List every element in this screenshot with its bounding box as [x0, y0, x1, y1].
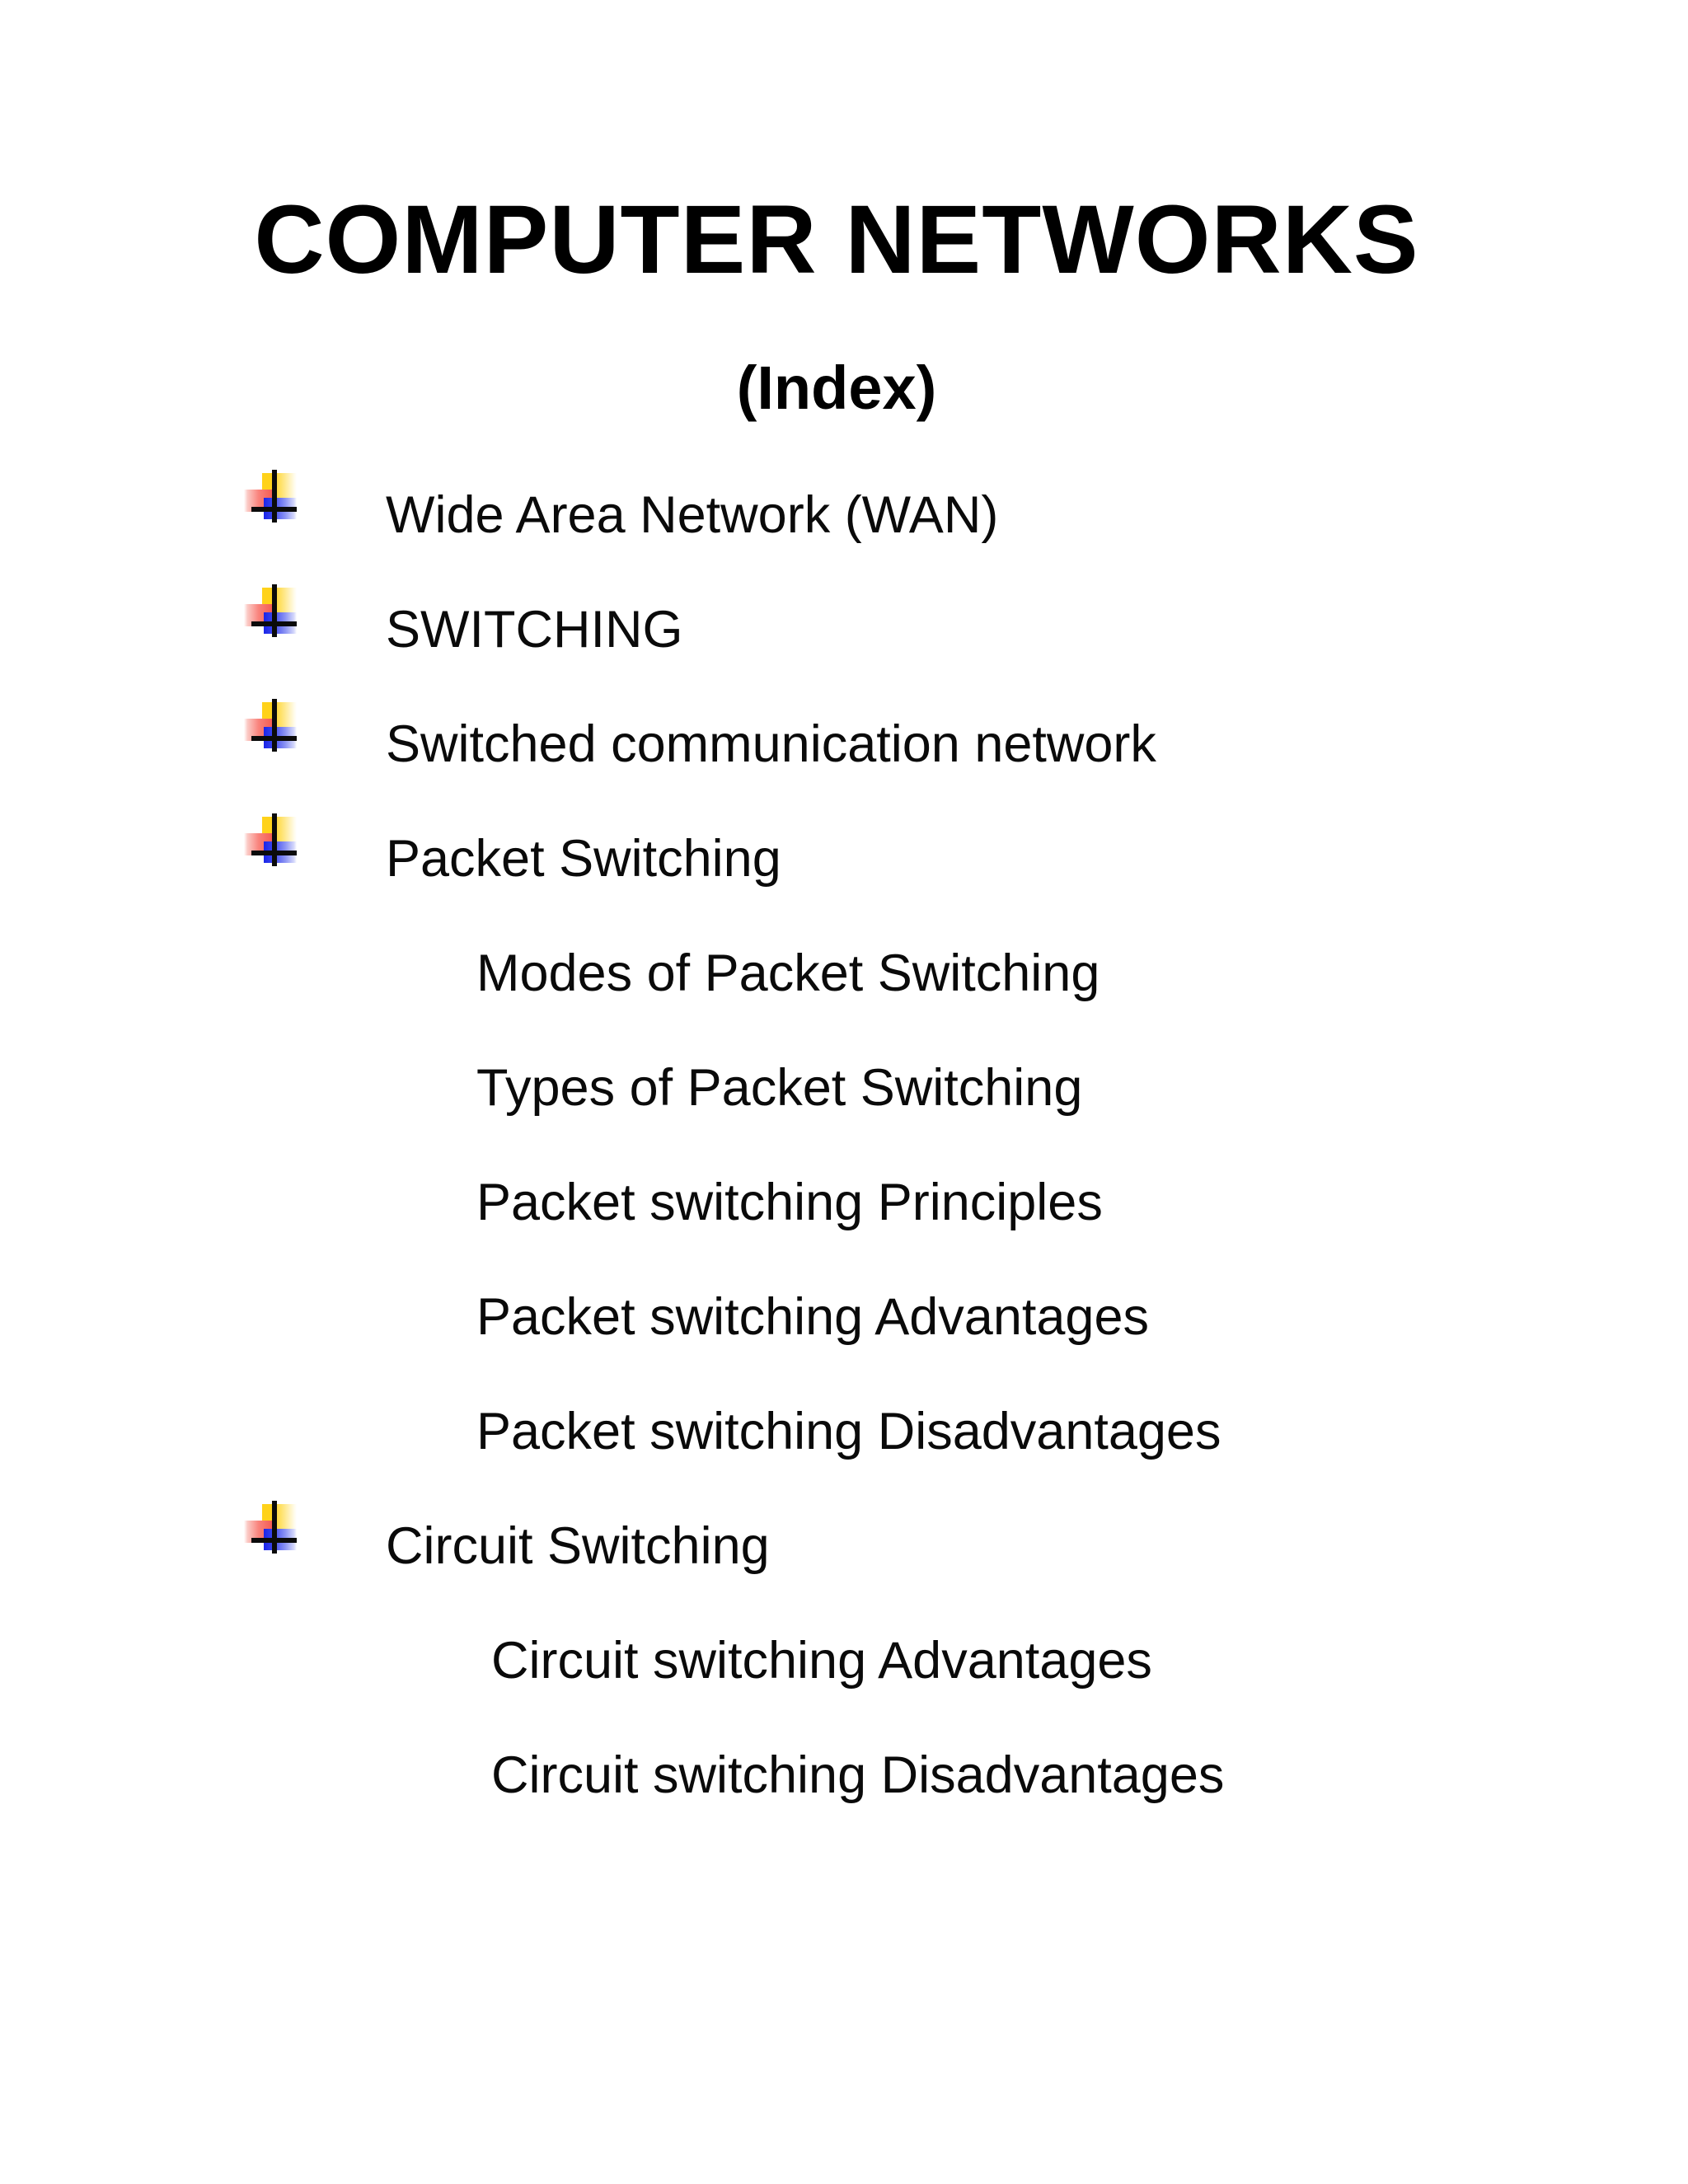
outline-item[interactable]: Wide Area Network (WAN) [0, 458, 1688, 573]
page-subtitle: (Index) [736, 354, 937, 422]
outline-item-label: Packet switching Advantages [476, 1288, 1149, 1347]
outline-item[interactable]: Circuit switching Disadvantages [0, 1718, 1688, 1833]
outline-item[interactable]: Circuit switching Advantages [0, 1604, 1688, 1718]
bullet-cross-horizontal-bar [251, 735, 297, 741]
bullet-cross-horizontal-bar [251, 1537, 297, 1543]
outline-item-label: Switched communication network [386, 715, 1156, 774]
outline-item-label: Modes of Packet Switching [476, 944, 1100, 1003]
outline-item-label: Packet switching Disadvantages [476, 1403, 1221, 1461]
colored-squares-cross-bullet-icon [244, 1501, 297, 1554]
colored-squares-cross-bullet-icon [244, 699, 297, 752]
bullet-cross-horizontal-bar [251, 850, 297, 855]
outline-item[interactable]: Packet switching Advantages [0, 1260, 1688, 1375]
page-title: COMPUTER NETWORKS [254, 185, 1419, 294]
outline-item-label: Circuit switching Advantages [491, 1632, 1152, 1690]
colored-squares-cross-bullet-icon [244, 470, 297, 523]
bullet-cross-vertical-bar [271, 699, 277, 752]
outline-item[interactable]: Packet switching Principles [0, 1146, 1688, 1260]
outline-item[interactable]: Packet Switching [0, 802, 1688, 916]
outline-item-label: Wide Area Network (WAN) [386, 486, 999, 545]
bullet-cross-vertical-bar [271, 584, 277, 637]
index-outline-list: Wide Area Network (WAN) SWITCHING Switched… [0, 458, 1688, 1833]
bullet-cross-horizontal-bar [251, 621, 297, 626]
colored-squares-cross-bullet-icon [244, 584, 297, 637]
bullet-cross-vertical-bar [271, 813, 277, 866]
bullet-cross-vertical-bar [271, 1501, 277, 1554]
outline-item-label: Packet switching Principles [476, 1174, 1103, 1232]
outline-item-label: Circuit Switching [386, 1517, 770, 1576]
bullet-cross-vertical-bar [271, 470, 277, 523]
colored-squares-cross-bullet-icon [244, 813, 297, 866]
outline-item-label: Types of Packet Switching [476, 1059, 1083, 1118]
outline-item-label: Circuit switching Disadvantages [491, 1746, 1225, 1805]
outline-item[interactable]: Circuit Switching [0, 1489, 1688, 1604]
outline-item-label: Packet Switching [386, 830, 781, 888]
outline-item[interactable]: Types of Packet Switching [0, 1031, 1688, 1146]
outline-item[interactable]: Packet switching Disadvantages [0, 1375, 1688, 1489]
outline-item[interactable]: SWITCHING [0, 573, 1688, 687]
outline-item[interactable]: Switched communication network [0, 687, 1688, 802]
outline-item-label: SWITCHING [386, 601, 683, 659]
bullet-cross-horizontal-bar [251, 506, 297, 512]
outline-item[interactable]: Modes of Packet Switching [0, 916, 1688, 1031]
